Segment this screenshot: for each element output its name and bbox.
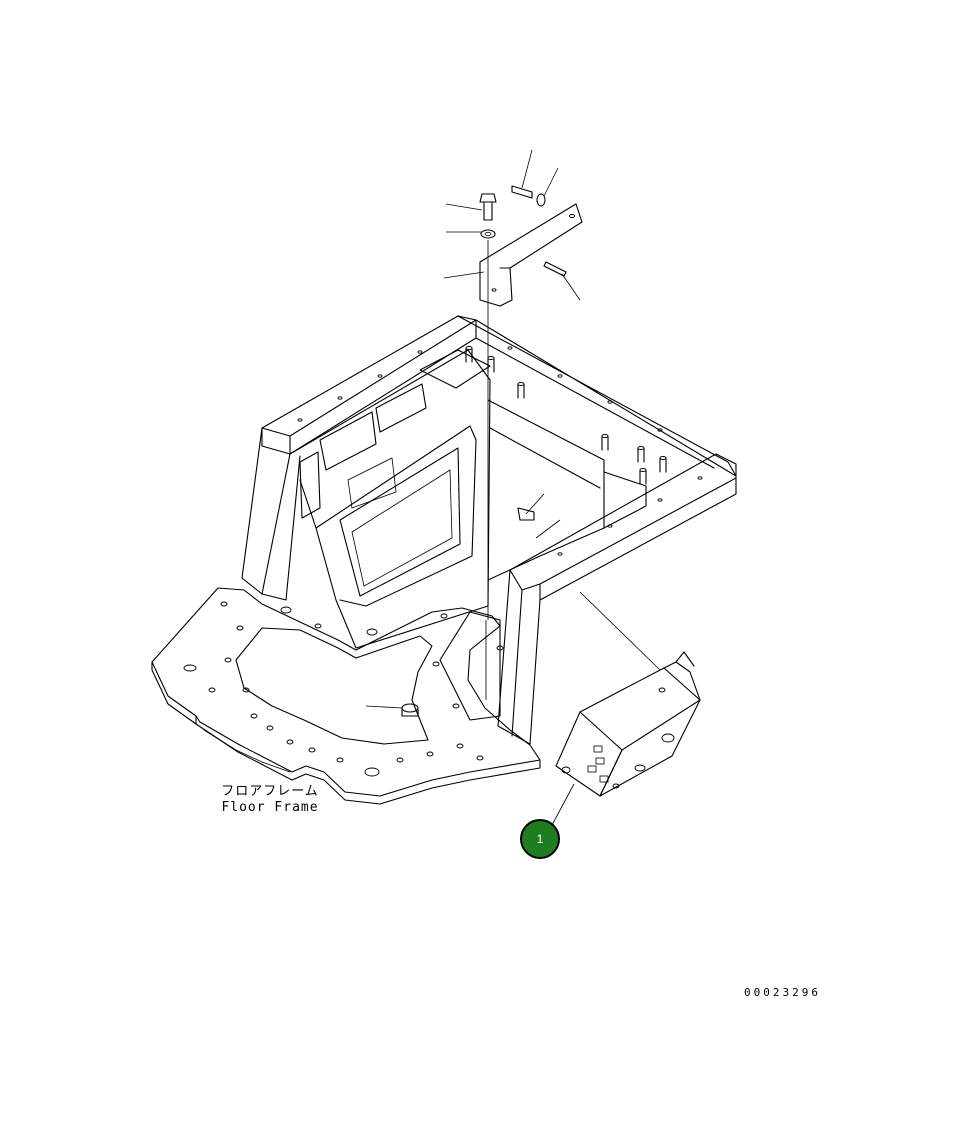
hinge-bracket <box>479 203 583 307</box>
mounting-studs <box>465 346 667 485</box>
bolt-head <box>479 193 497 203</box>
leader-lines <box>365 149 661 841</box>
floor-plate-holes <box>183 601 504 777</box>
washer <box>480 229 496 239</box>
pin <box>543 261 567 277</box>
rail-holes <box>297 346 703 556</box>
callout-badge-1[interactable]: 1 <box>520 819 560 859</box>
callout-number: 1 <box>536 832 544 846</box>
cab-frame <box>241 315 737 745</box>
hardware-parts <box>479 185 583 700</box>
floor-plate <box>151 587 541 805</box>
floor-frame-label: フロアフレーム Floor Frame <box>205 784 335 816</box>
floor-frame-label-jp: フロアフレーム <box>221 784 319 799</box>
electrical-box <box>555 651 701 797</box>
side-bolt <box>511 185 533 199</box>
document-number: 00023296 <box>744 986 821 999</box>
side-washer <box>536 193 546 207</box>
floor-frame-label-en: Floor Frame <box>221 800 319 815</box>
